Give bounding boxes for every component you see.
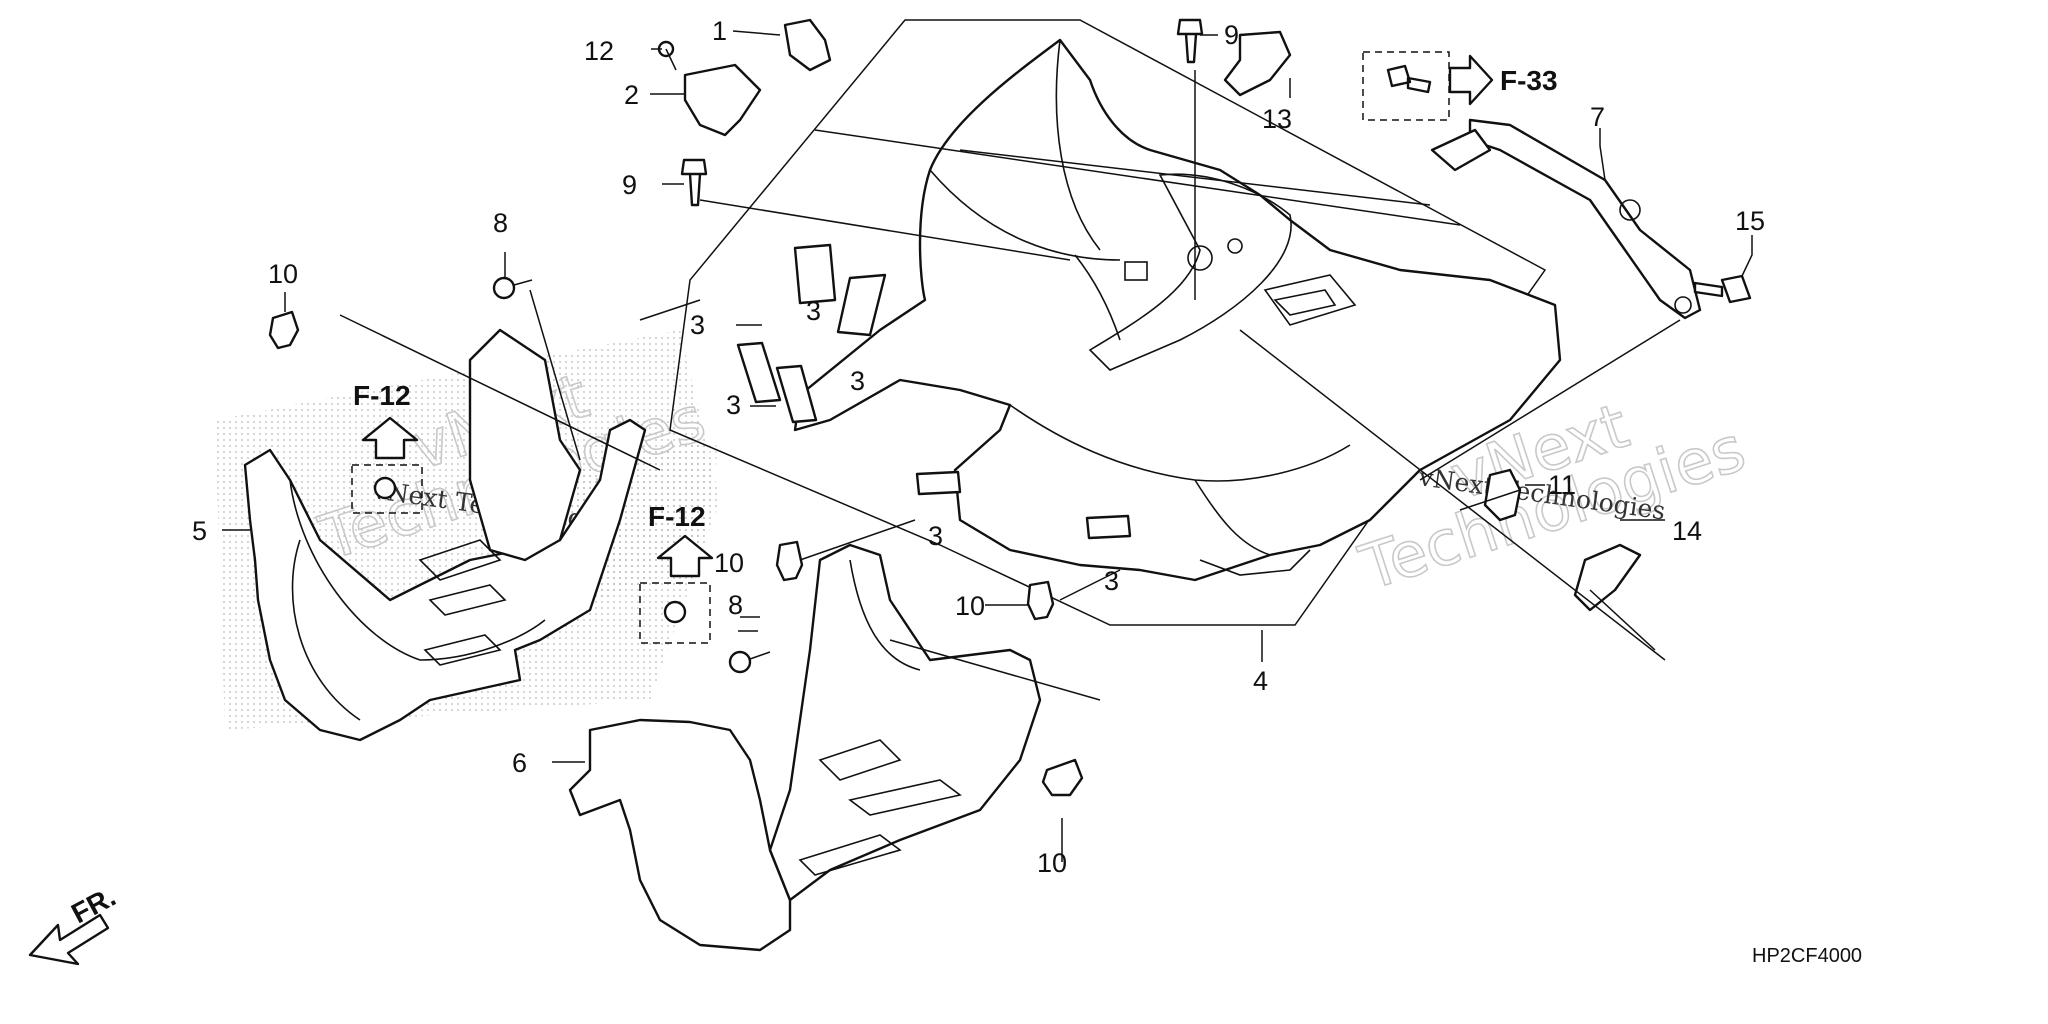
callout-14: 14 bbox=[1672, 516, 1702, 546]
screw-8-top bbox=[492, 276, 516, 300]
callout-3d: 3 bbox=[726, 390, 741, 420]
callout-10d: 10 bbox=[1037, 848, 1067, 878]
right-mudguard bbox=[568, 543, 1042, 952]
rivet-10d bbox=[1041, 758, 1084, 797]
rear-fender bbox=[793, 38, 1562, 582]
pad-3c bbox=[736, 341, 782, 404]
callout-3f: 3 bbox=[1104, 566, 1119, 596]
bolt-9-mid bbox=[680, 158, 708, 207]
callout-1: 1 bbox=[712, 16, 727, 46]
reference-labels: F-12 F-12 F-33 bbox=[353, 65, 1558, 532]
pad-3f bbox=[1085, 514, 1132, 540]
ref-f12-left: F-12 bbox=[353, 380, 411, 411]
ref-box-f33 bbox=[1362, 51, 1450, 121]
small-parts bbox=[268, 18, 1752, 797]
callout-labels: 1 2 3 3 3 3 3 3 4 5 6 7 8 8 9 9 10 10 10… bbox=[192, 16, 1765, 878]
callout-6: 6 bbox=[512, 748, 527, 778]
diagram-code: HP2CF4000 bbox=[1752, 945, 1862, 967]
callout-12: 12 bbox=[584, 36, 614, 66]
bracket-2 bbox=[683, 63, 762, 137]
callout-10b: 10 bbox=[714, 548, 744, 578]
callout-2: 2 bbox=[624, 80, 639, 110]
callout-8b: 8 bbox=[728, 590, 743, 620]
callout-9a: 9 bbox=[1224, 20, 1239, 50]
callout-3e: 3 bbox=[928, 521, 943, 551]
front-direction-marker: FR. bbox=[28, 881, 121, 966]
arrow-up-center bbox=[656, 534, 714, 578]
arrow-up-left bbox=[361, 416, 419, 460]
callout-4: 4 bbox=[1253, 666, 1268, 696]
front-label: FR. bbox=[66, 881, 120, 930]
strap-13 bbox=[1223, 30, 1292, 97]
callout-7: 7 bbox=[1590, 102, 1605, 132]
arrow-right-f33 bbox=[1448, 54, 1494, 106]
screw-8-bottom bbox=[728, 650, 752, 674]
callout-9b: 9 bbox=[622, 170, 637, 200]
pad-3e bbox=[915, 470, 962, 496]
ref-f12-center: F-12 bbox=[648, 501, 706, 532]
callout-5: 5 bbox=[192, 516, 207, 546]
callout-10c: 10 bbox=[955, 591, 985, 621]
callout-3c: 3 bbox=[690, 310, 705, 340]
front-arrow-icon bbox=[28, 913, 110, 966]
callout-13: 13 bbox=[1262, 104, 1292, 134]
rivet-10c bbox=[1026, 580, 1055, 621]
rivet-10b bbox=[775, 540, 804, 582]
ref-f33: F-33 bbox=[1500, 65, 1558, 96]
bolt-9-top bbox=[1176, 18, 1204, 64]
callout-3a: 3 bbox=[806, 296, 821, 326]
callout-3b: 3 bbox=[850, 366, 865, 396]
callout-11: 11 bbox=[1548, 470, 1576, 500]
pad-3b bbox=[836, 273, 887, 337]
strap-14 bbox=[1573, 543, 1642, 612]
assembly-outline bbox=[669, 19, 1547, 626]
callout-15: 15 bbox=[1735, 206, 1765, 236]
clip-11 bbox=[1483, 468, 1522, 522]
callout-8a: 8 bbox=[493, 208, 508, 238]
left-mudguard bbox=[243, 328, 647, 742]
leader-lines bbox=[222, 30, 1753, 862]
reference-arrows bbox=[361, 54, 1494, 578]
bolt-15 bbox=[1693, 274, 1752, 304]
clip-1 bbox=[783, 18, 832, 72]
pad-set bbox=[736, 243, 1132, 540]
ref-box-center bbox=[639, 582, 711, 644]
callout-10a: 10 bbox=[268, 259, 298, 289]
pad-3a bbox=[793, 243, 837, 305]
rivet-10a bbox=[268, 310, 300, 350]
pad-3d bbox=[775, 364, 818, 424]
